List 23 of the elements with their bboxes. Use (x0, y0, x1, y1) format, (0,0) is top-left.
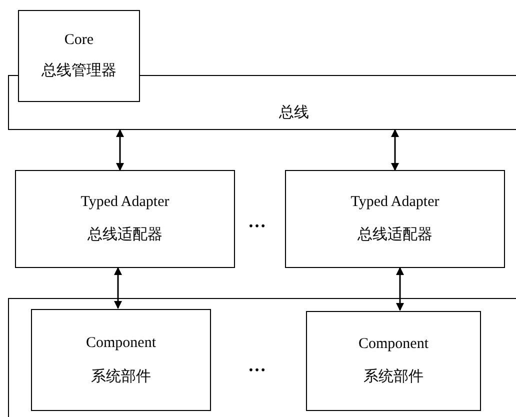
module-title: Typed Adapter (350, 193, 440, 212)
module-subtitle: 系统部件 (364, 368, 424, 388)
ellipsis: … (248, 210, 266, 233)
bus-label: 总线 (279, 104, 309, 123)
module-title: Component (358, 334, 428, 354)
component-panel (8, 298, 516, 417)
module-box (31, 309, 211, 411)
module-title: Core (64, 31, 94, 50)
module-subtitle: 总线管理器 (42, 62, 116, 81)
module-subtitle: 总线适配器 (88, 226, 162, 245)
module-box (306, 311, 481, 411)
module-subtitle: 总线适配器 (358, 226, 432, 245)
double-arrow (396, 267, 404, 311)
double-arrow (391, 129, 399, 171)
module-title: Component (86, 334, 156, 352)
double-arrow (114, 267, 122, 309)
module-title: Typed Adapter (80, 193, 170, 212)
module-subtitle: 系统部件 (91, 368, 151, 386)
double-arrow (116, 129, 124, 171)
module-box (18, 10, 140, 102)
ellipsis: … (248, 354, 266, 377)
module-box (285, 170, 505, 268)
module-box (15, 170, 235, 268)
